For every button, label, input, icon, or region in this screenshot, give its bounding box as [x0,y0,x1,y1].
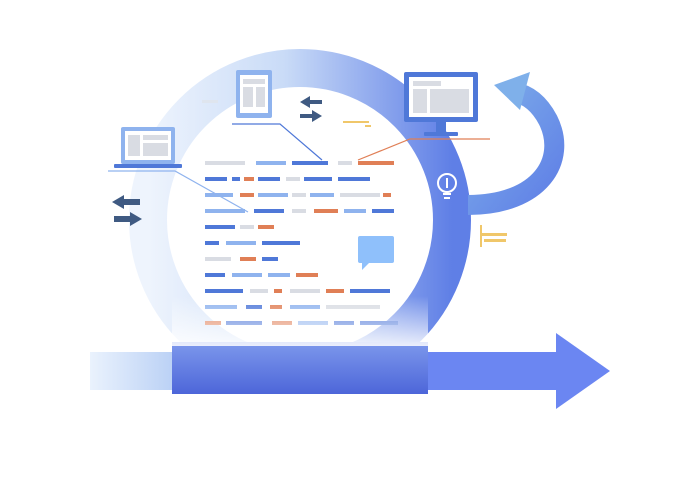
code-line-segment [256,161,286,165]
code-line-segment [286,177,300,181]
connector-lines [108,123,490,213]
code-line-segment [338,161,352,165]
code-line-segment [292,193,306,197]
code-line-segment [240,257,256,261]
code-line-segment [205,225,235,229]
code-line-segment [383,193,391,197]
code-line-segment [250,289,268,293]
code-line-segment [262,241,300,245]
code-line-segment [254,209,284,213]
code-line-segment [296,273,318,277]
decor-marks [343,121,507,247]
code-line-segment [205,209,245,213]
lightbulb-icon [437,173,457,199]
code-lines [205,161,398,325]
code-line-segment [226,241,256,245]
code-line-segment [338,177,370,181]
code-line-segment [326,289,344,293]
code-line-segment [240,225,254,229]
code-line-segment [292,209,306,213]
code-line-segment [258,177,280,181]
document-icon [236,70,272,118]
code-line-segment [262,257,278,261]
monitor-icon [404,72,478,136]
code-line-segment [205,193,233,197]
code-line-segment [205,273,225,277]
code-line-segment [205,289,243,293]
code-line-segment [292,161,328,165]
code-line-segment [340,193,380,197]
laptop-icon [114,127,182,168]
transfer-arrows-icon [112,195,142,226]
code-line-segment [232,177,240,181]
code-line-segment [372,209,394,213]
code-line-segment [258,225,274,229]
code-line-segment [304,177,332,181]
code-line-segment [358,161,394,165]
code-line-segment [205,241,219,245]
code-line-segment [274,289,282,293]
code-line-segment [344,209,366,213]
refresh-arrow-icon [467,72,565,215]
code-line-segment [205,257,231,261]
code-line-segment [232,273,262,277]
progress-arrow-icon [90,296,610,409]
code-line-segment [268,273,290,277]
code-line-segment [314,209,338,213]
transfer-arrows-icon [300,96,322,122]
chat-bubble-icon [358,236,394,270]
code-line-segment [310,193,334,197]
decor-dash [202,100,218,103]
code-line-segment [244,177,254,181]
code-line-segment [258,193,288,197]
code-line-segment [240,193,254,197]
code-line-segment [290,289,320,293]
code-line-segment [350,289,390,293]
code-line-segment [205,177,227,181]
code-line-segment [205,161,245,165]
